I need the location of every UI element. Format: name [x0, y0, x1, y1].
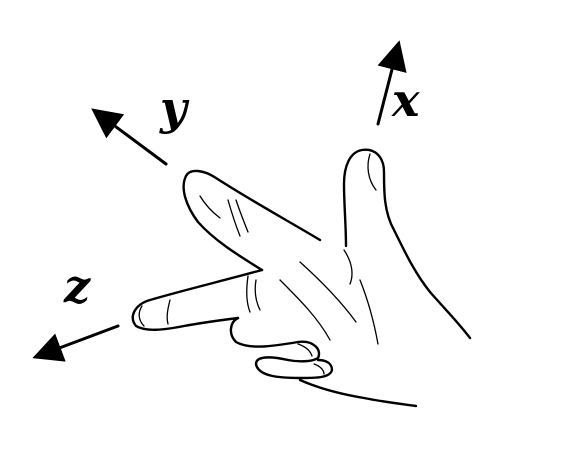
y-axis-label: y [159, 81, 190, 135]
middle-finger-crease-2 [246, 275, 251, 313]
thumb [342, 148, 472, 340]
palm-line-3 [359, 279, 379, 345]
pinky-finger [254, 356, 334, 380]
palm-line-2 [299, 261, 357, 323]
hand-illustration [131, 148, 472, 408]
z-axis-arrow [32, 324, 120, 362]
middle-finger [131, 268, 264, 331]
index-finger-crease [199, 195, 221, 219]
index-finger-crease-3 [227, 199, 241, 237]
thumb-crease [343, 249, 353, 285]
ring-finger-nail [297, 343, 313, 357]
pinky-finger-nail [313, 363, 325, 375]
y-axis-arrow [91, 108, 168, 166]
x-axis-label: x [391, 73, 420, 127]
middle-finger-crease [166, 299, 171, 325]
x-axis-arrow [376, 40, 407, 126]
palm-line [279, 279, 331, 341]
index-finger-crease-2 [235, 199, 249, 233]
thumb-nail [367, 153, 377, 191]
hand-outline [132, 149, 470, 406]
middle-finger-crease-3 [254, 279, 261, 311]
middle-finger-nail [138, 305, 145, 327]
ring-finger [229, 316, 321, 363]
index-finger [182, 169, 322, 272]
palm-edge [298, 378, 418, 408]
z-axis-label: z [63, 259, 91, 313]
